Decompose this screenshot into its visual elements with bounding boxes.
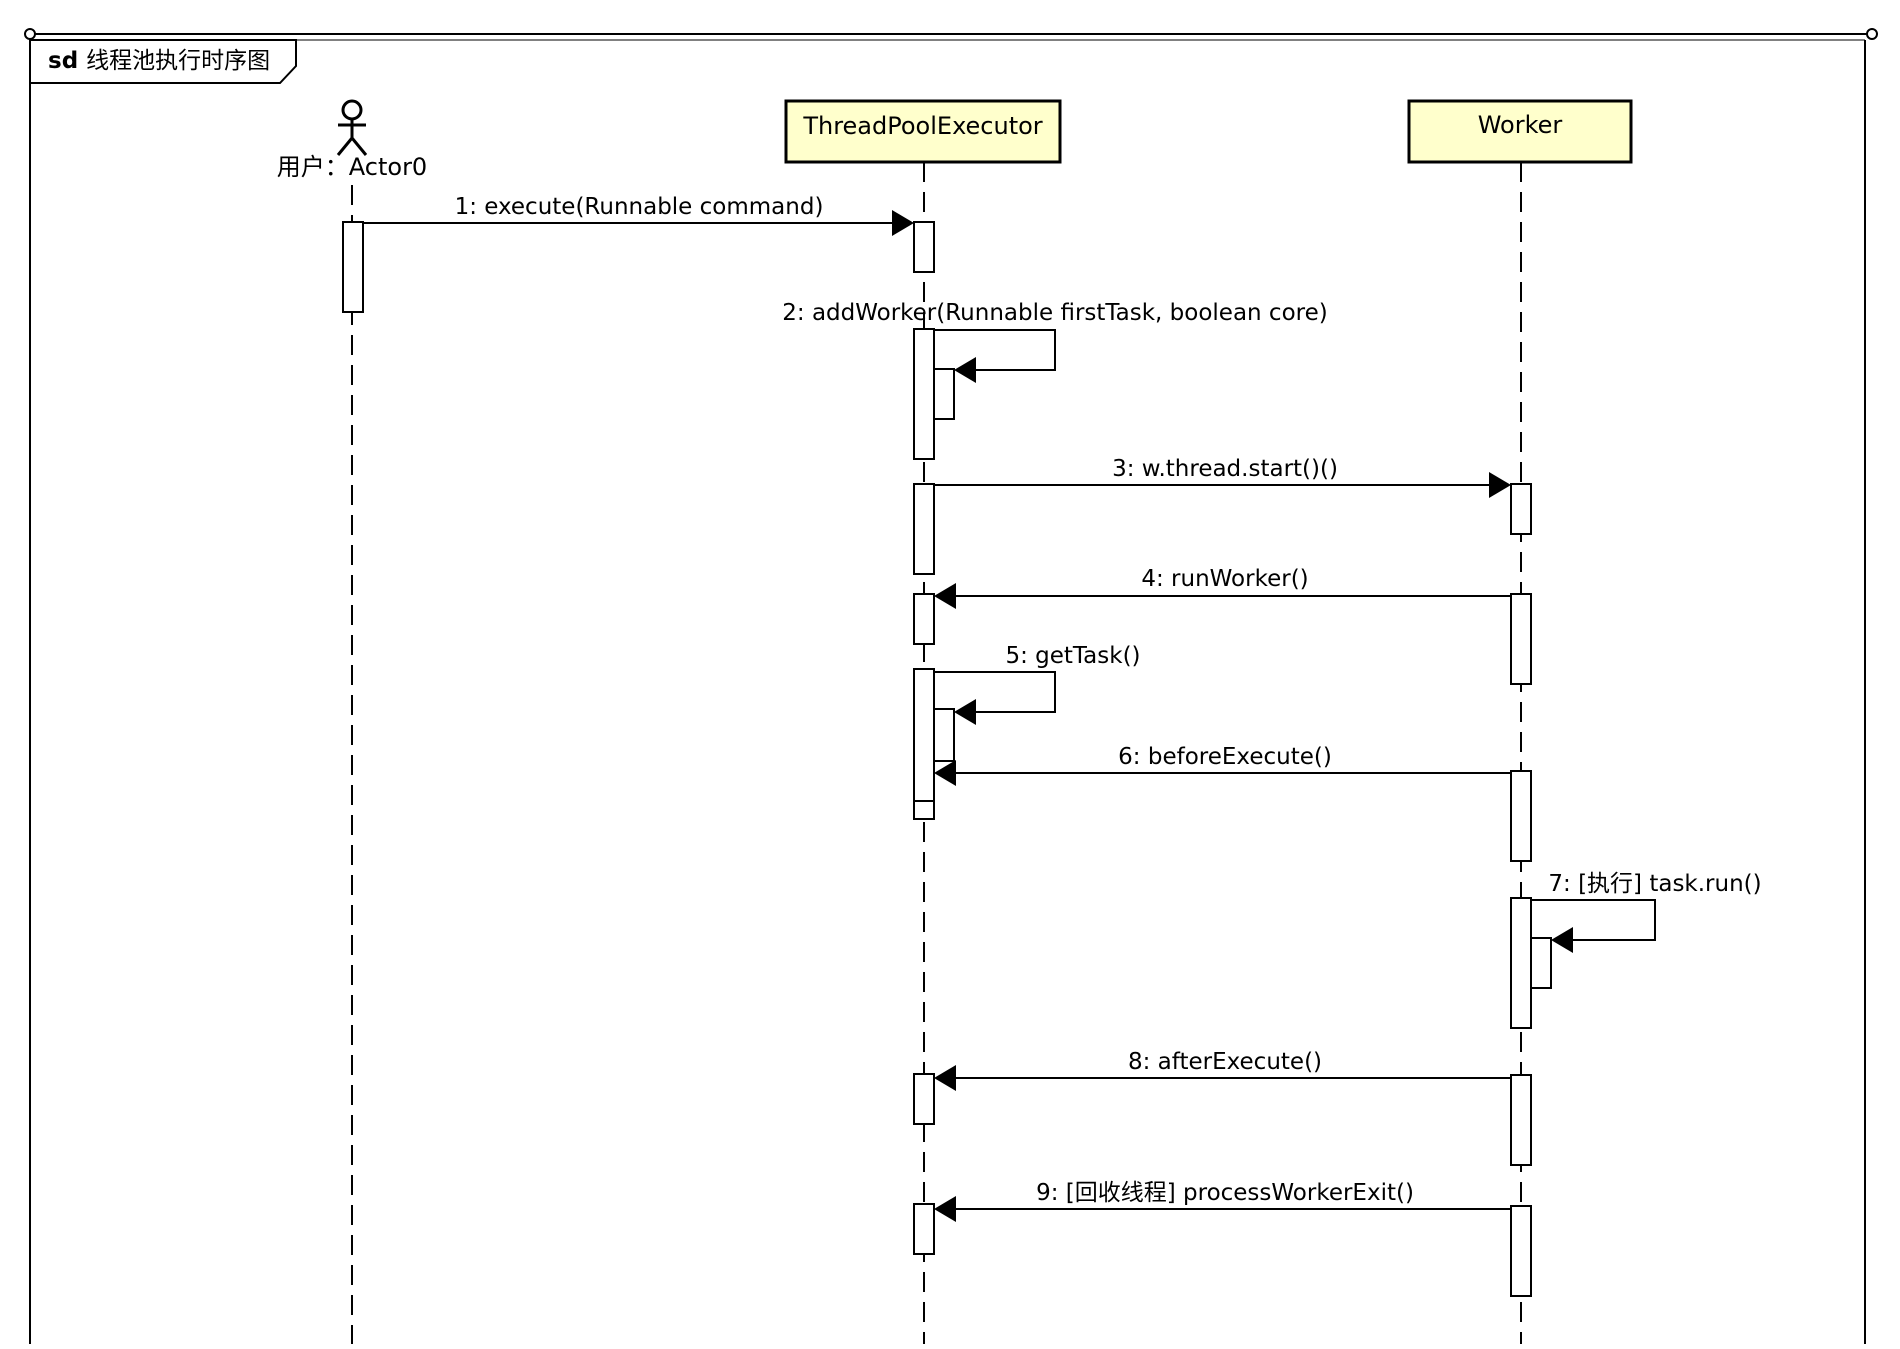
frame-title-text: sd 线程池执行时序图 (48, 48, 270, 74)
worker-nested-activation (1530, 937, 1552, 989)
threadpoolexecutor-header (784, 99, 1062, 164)
frame-tab (29, 39, 297, 84)
actor-user: 用户：Actor0 (277, 99, 427, 1344)
worker-label: Worker (1478, 111, 1563, 139)
message-label: 9: [回收线程] processWorkerExit() (1036, 1180, 1414, 1206)
arrowhead-icon (1551, 927, 1573, 953)
message-4-runworker: 4: runWorker() (934, 566, 1511, 609)
tpe-nested-activation (933, 368, 955, 420)
actor-activation (342, 221, 364, 313)
arrowhead-icon (954, 357, 976, 383)
message-label: 2: addWorker(Runnable firstTask, boolean… (782, 300, 1327, 326)
stick-figure-icon (336, 99, 368, 156)
message-1-execute: 1: execute(Runnable command) (363, 194, 914, 236)
worker-activation (1510, 483, 1532, 535)
arrowhead-icon (934, 1196, 956, 1222)
worker-activation (1510, 1205, 1532, 1297)
tpe-activation (913, 221, 935, 273)
frame-title: 线程池执行时序图 (86, 48, 270, 74)
threadpoolexecutor-label: ThreadPoolExecutor (802, 112, 1042, 140)
message-label: 5: getTask() (1005, 643, 1140, 669)
tpe-activation (913, 668, 935, 820)
arrowhead-icon (934, 1065, 956, 1091)
arrowhead-icon (954, 699, 976, 725)
diagram-frame: sd 线程池执行时序图 (24, 28, 1878, 1344)
tpe-activation (913, 1203, 935, 1255)
arrowhead-icon (1489, 472, 1511, 498)
worker-activation (1510, 593, 1532, 685)
message-label: 6: beforeExecute() (1118, 744, 1332, 770)
worker-activation (1510, 770, 1532, 862)
worker-header (1407, 99, 1633, 164)
actor-label: 用户：Actor0 (277, 153, 427, 181)
frame-keyword: sd (48, 48, 78, 74)
message-9-processworkerexit: 9: [回收线程] processWorkerExit() (934, 1180, 1511, 1222)
message-label: 8: afterExecute() (1128, 1049, 1322, 1075)
arrowhead-icon (892, 210, 914, 236)
message-8-afterexecute: 8: afterExecute() (934, 1049, 1511, 1091)
message-5-gettask: 5: getTask() (934, 643, 1141, 725)
tpe-nested-activation (933, 708, 955, 762)
tpe-activation (913, 328, 935, 460)
message-7-task-run: 7: [执行] task.run() (1531, 871, 1762, 953)
tpe-activation (913, 1073, 935, 1125)
message-6-beforeexecute: 6: beforeExecute() (934, 744, 1511, 786)
arrowhead-icon (934, 760, 956, 786)
message-label: 3: w.thread.start()() (1112, 456, 1338, 482)
message-label: 4: runWorker() (1141, 566, 1308, 592)
arrowhead-icon (934, 583, 956, 609)
tpe-activation (913, 483, 935, 575)
message-2-addworker: 2: addWorker(Runnable firstTask, boolean… (782, 300, 1328, 383)
tpe-activation (913, 593, 935, 645)
message-3-thread-start: 3: w.thread.start()() (934, 456, 1511, 498)
worker-activation (1510, 1074, 1532, 1166)
message-label: 1: execute(Runnable command) (455, 194, 824, 220)
worker-activation (1510, 897, 1532, 1029)
lifeline-threadpoolexecutor: ThreadPoolExecutor (784, 99, 1062, 1344)
message-label: 7: [执行] task.run() (1548, 871, 1761, 897)
lifeline-worker: Worker (1407, 99, 1633, 1344)
